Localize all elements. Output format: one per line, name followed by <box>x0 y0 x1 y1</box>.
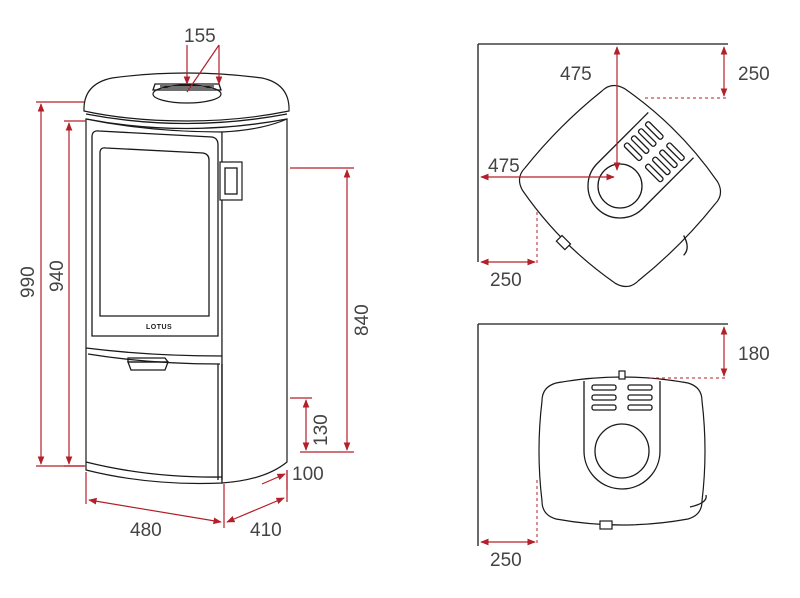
dim-label-410: 410 <box>250 520 282 541</box>
stove-body <box>85 118 223 485</box>
dim-label-940: 940 <box>47 260 68 292</box>
dim-total-height: 990 <box>18 101 84 467</box>
flue-circle-2 <box>594 423 650 479</box>
wall-installation-view: 180 250 <box>477 323 770 571</box>
flue-circle <box>597 163 643 209</box>
dim-label-wall-250: 250 <box>490 550 522 571</box>
corner-installation-view: 475 475 250 250 <box>477 43 770 291</box>
dim-label-480: 480 <box>130 520 162 541</box>
dim-label-wall-180: 180 <box>738 344 770 365</box>
dim-outlet-height: 840 <box>290 167 373 453</box>
stove-door-frame <box>91 130 219 337</box>
dim-label-130: 130 <box>311 414 332 446</box>
dim-label-corner-250-side: 250 <box>490 270 522 291</box>
stove-door-glass <box>99 147 210 317</box>
dim-label-990: 990 <box>18 266 39 298</box>
dim-label-corner-250-back: 250 <box>738 64 770 85</box>
dim-depth: 410 <box>226 470 288 541</box>
stove-top-wall <box>538 370 707 530</box>
dim-body-height: 940 <box>47 120 86 467</box>
dim-label-100: 100 <box>292 464 324 485</box>
dim-width: 480 <box>85 472 225 541</box>
dim-label-corner-475-y: 475 <box>560 64 592 85</box>
stove-top-corner <box>518 84 722 288</box>
stove-side-panel <box>221 118 288 484</box>
dim-opening-width: 155 <box>183 26 223 93</box>
dim-label-840: 840 <box>352 304 373 336</box>
dim-label-corner-475-x: 475 <box>488 156 520 177</box>
top-grille <box>152 83 222 91</box>
dim-air-inlet-height: 130 <box>290 397 332 451</box>
dim-label-155: 155 <box>184 26 216 47</box>
brand-logo: LOTUS <box>146 324 172 331</box>
stove-front-view: LOTUS <box>83 72 290 485</box>
